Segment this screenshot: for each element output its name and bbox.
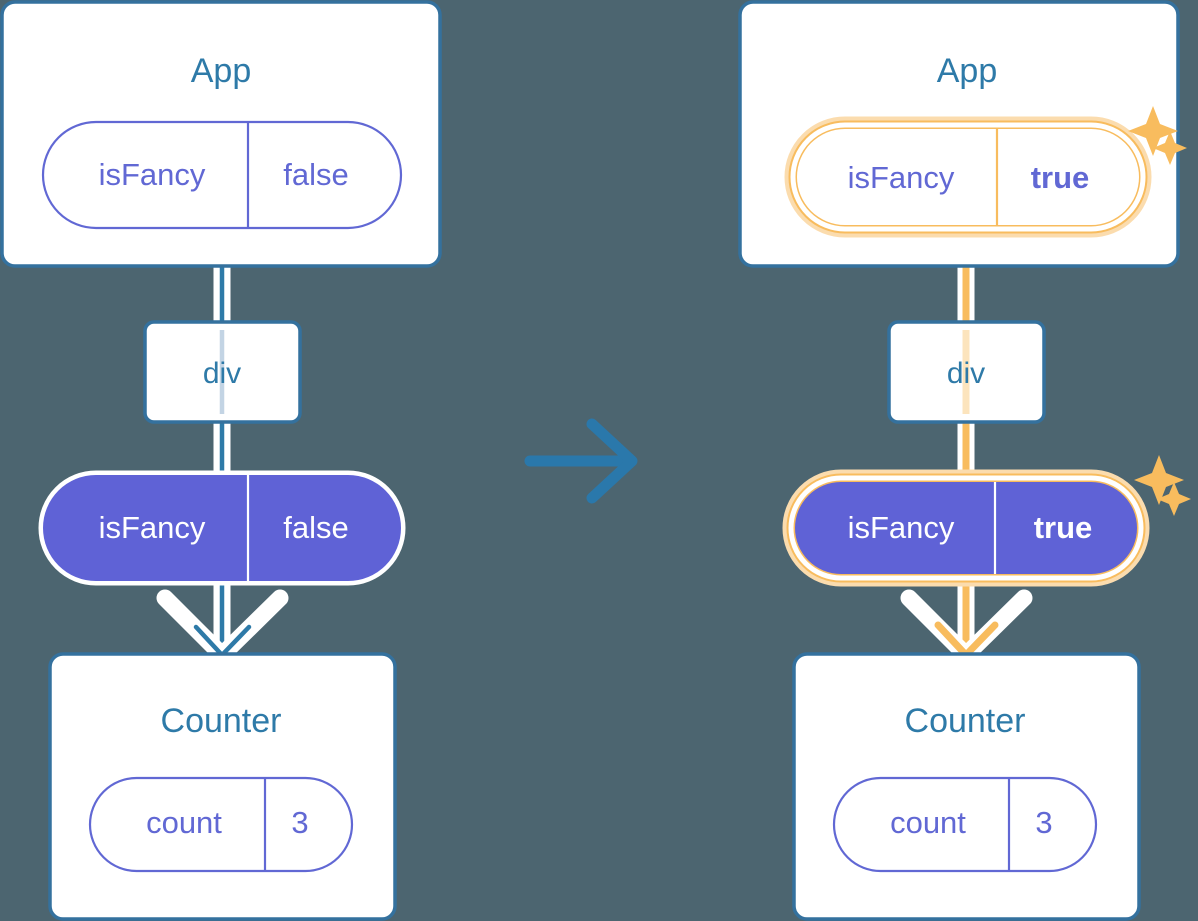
- div-node-before[interactable]: div: [143, 320, 302, 424]
- pill-value: 3: [291, 805, 308, 840]
- app-state-pill-before[interactable]: isFancy false: [41, 120, 403, 230]
- app-card-title: App: [191, 52, 252, 90]
- pill-shape: [88, 776, 354, 873]
- prop-pill-key: isFancy: [99, 510, 206, 545]
- prop-pill-before[interactable]: isFancy false: [38, 470, 406, 586]
- app-card-border: [738, 0, 1180, 268]
- app-card-after[interactable]: App isFancy true: [738, 0, 1187, 268]
- div-node-border: [887, 320, 1046, 424]
- pill-value: 3: [1035, 805, 1052, 840]
- counter-card-before[interactable]: Counter count 3: [48, 652, 397, 921]
- app-card-before[interactable]: App isFancy false: [0, 0, 442, 268]
- app-card-title: App: [937, 52, 998, 90]
- pill-shape: [797, 129, 1139, 225]
- sparkle-small-icon: [1157, 482, 1191, 516]
- prop-pill-value: false: [283, 510, 348, 545]
- pill-highlight-gap: [790, 122, 1146, 232]
- pill-value: false: [283, 157, 348, 192]
- counter-card-title: Counter: [161, 702, 282, 740]
- prop-pill-value: true: [1034, 510, 1093, 545]
- pill-key: isFancy: [848, 160, 955, 195]
- div-node-border: [143, 320, 302, 424]
- pill-key: count: [146, 805, 222, 840]
- pill-key: isFancy: [99, 157, 206, 192]
- prop-pill-shape: [43, 475, 401, 581]
- app-state-pill-after[interactable]: isFancy true: [784, 116, 1152, 238]
- prop-pill-highlight-gap: [788, 475, 1144, 581]
- counter-card-border: [48, 652, 397, 921]
- div-node-label: div: [203, 357, 241, 390]
- sparkle-large-icon: [1134, 455, 1184, 505]
- sparkle-group-app: [1128, 106, 1187, 165]
- transition-arrow: [524, 418, 638, 504]
- counter-card-title: Counter: [905, 702, 1026, 740]
- prop-pill-key: isFancy: [848, 510, 955, 545]
- app-card-border: [0, 0, 442, 268]
- transition-arrow-head: [586, 418, 638, 504]
- sparkle-small-icon: [1153, 131, 1187, 165]
- sparkle-large-icon: [1128, 106, 1178, 156]
- counter-card-after[interactable]: Counter count 3: [792, 652, 1141, 921]
- counter-card-border: [792, 652, 1141, 921]
- pill-value: true: [1031, 160, 1090, 195]
- sparkle-group-prop: [1134, 455, 1191, 516]
- pill-shape: [41, 120, 403, 230]
- div-node-after[interactable]: div: [887, 320, 1046, 424]
- pill-shape: [832, 776, 1098, 873]
- pill-key: count: [890, 805, 966, 840]
- div-node-label: div: [947, 357, 985, 390]
- panel-after: App isFancy true: [738, 0, 1191, 921]
- counter-state-pill-after[interactable]: count 3: [832, 776, 1098, 873]
- panel-before: App isFancy false div: [0, 0, 442, 921]
- prop-pill-after[interactable]: isFancy true: [782, 455, 1191, 587]
- prop-pill-shape: [795, 482, 1137, 574]
- counter-state-pill-before[interactable]: count 3: [88, 776, 354, 873]
